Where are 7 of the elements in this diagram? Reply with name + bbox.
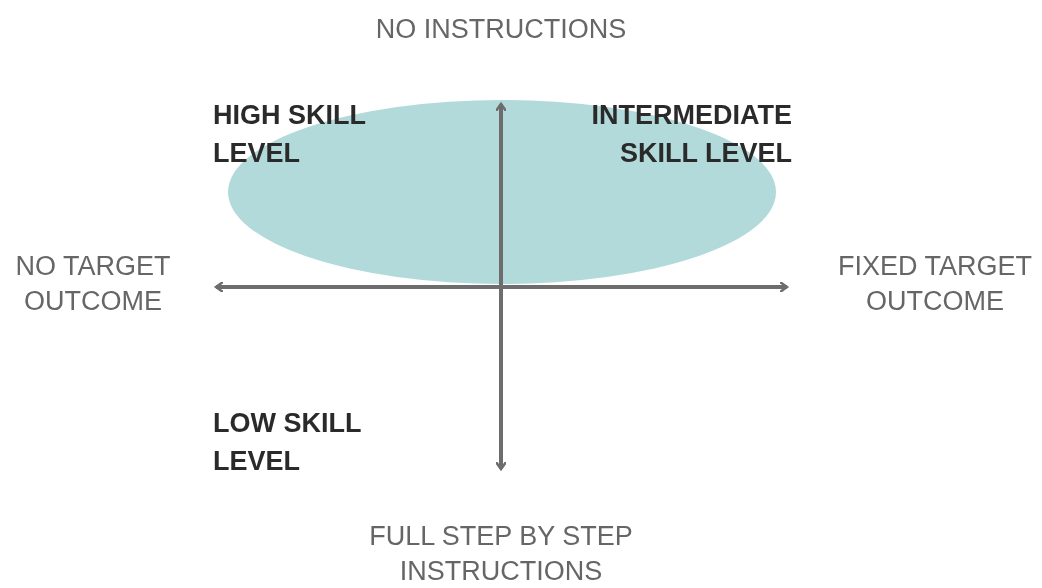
- quadrant-label: HIGH SKILL LEVEL: [213, 99, 367, 170]
- axis-label: FULL STEP BY STEP INSTRUCTIONS: [368, 520, 634, 588]
- quadrant-label: INTERMEDIATE SKILL LEVEL: [590, 99, 792, 170]
- axis-label: NO INSTRUCTIONS: [374, 13, 628, 46]
- axis-label: NO TARGET OUTCOME: [14, 250, 172, 319]
- axis-label: FIXED TARGET OUTCOME: [837, 250, 1033, 319]
- quadrant-label: LOW SKILL LEVEL: [213, 407, 362, 478]
